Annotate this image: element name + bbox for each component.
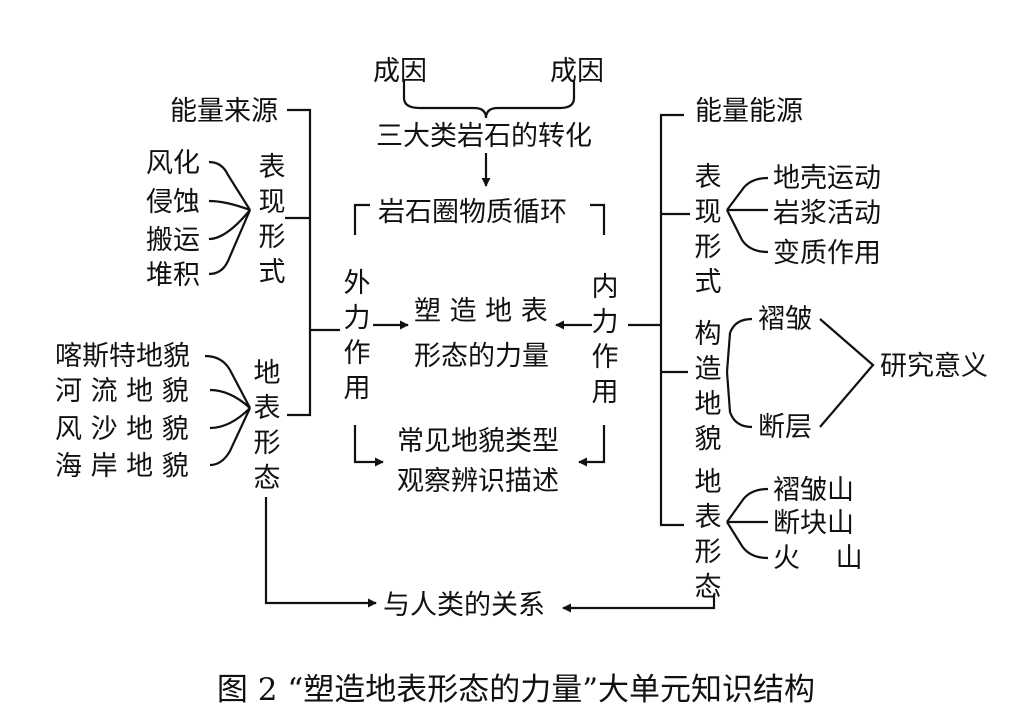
right-energy-source-label: 能量能源 [695, 96, 803, 127]
cycle-bracket-right [590, 203, 606, 235]
rock-transform-label: 三大类岩石的转化 [376, 121, 592, 152]
fan-ll3 [209, 407, 251, 430]
shaping-force-line1: 塑 造 地 表 [414, 296, 548, 327]
process-transport: 搬运 [146, 225, 200, 256]
left-main-bracket [287, 108, 312, 417]
cause-right-label: 成因 [550, 56, 604, 87]
left-manifestation-label: 表现形式 [258, 152, 286, 288]
research-significance-label: 研究意义 [880, 351, 988, 382]
landform-coastal: 海 岸 地 貌 [55, 451, 189, 482]
fan-m3 [726, 521, 769, 560]
right-manifestation-label: 表现形式 [694, 162, 722, 298]
process-erosion: 侵蚀 [146, 187, 200, 218]
landform-fluvial: 河 流 地 貌 [55, 376, 189, 407]
landform-types-line2: 观察辨识描述 [397, 466, 559, 497]
arrow-external-to-landform [353, 425, 384, 467]
cause-left-label: 成因 [373, 56, 427, 87]
cause-brace [402, 80, 576, 119]
structure-fold: 褶皱 [758, 304, 812, 335]
shaping-force-line2: 形态的力量 [414, 341, 549, 372]
mountain-fold: 褶皱山 [773, 475, 854, 506]
fan-s2 [725, 371, 753, 429]
research-brace [819, 318, 875, 428]
right-surface-form-label: 地表形态 [694, 467, 722, 603]
process-magmatic-activity: 岩浆活动 [773, 198, 881, 229]
process-crustal-movement: 地壳运动 [773, 163, 881, 194]
figure-caption: 图 2 “塑造地表形态的力量”大单元知识结构 [216, 672, 816, 708]
cycle-bracket-left [353, 203, 370, 235]
rock-cycle-label: 岩石圈物质循环 [378, 197, 567, 228]
arrow-left-to-relation [264, 497, 377, 608]
external-force-label: 外力作用 [343, 268, 371, 404]
process-metamorphism: 变质作用 [773, 238, 881, 269]
human-relation-label: 与人类的关系 [383, 590, 545, 621]
left-surface-form-label: 地表形态 [253, 358, 281, 494]
landform-types-line1: 常见地貌类型 [397, 426, 559, 457]
right-main-bracket [659, 113, 684, 527]
fan-l2 [208, 199, 251, 212]
fan-ll4 [209, 407, 251, 467]
internal-force-label: 内力作用 [591, 272, 619, 408]
process-deposition: 堆积 [146, 260, 200, 291]
landform-aeolian: 风 沙 地 貌 [55, 414, 189, 445]
fan-ll2 [209, 388, 251, 409]
fan-r3 [726, 209, 769, 254]
fan-l3 [208, 209, 251, 241]
fan-s1 [725, 317, 753, 373]
fan-l1 [208, 160, 251, 211]
arrow-right-to-relation [562, 594, 716, 613]
landform-karst: 喀斯特地貌 [55, 341, 190, 372]
mountain-fault-block: 断块山 [773, 508, 854, 539]
fan-l4 [208, 209, 252, 276]
structural-landform-label: 构造地貌 [694, 319, 722, 455]
fan-m1 [726, 487, 769, 523]
structure-fault: 断层 [758, 412, 812, 443]
mountain-volcano: 火 山 [773, 543, 863, 574]
fan-r1 [726, 176, 769, 211]
arrow-internal-to-landform [578, 425, 606, 467]
left-energy-source-label: 能量来源 [170, 96, 278, 127]
process-weathering: 风化 [146, 148, 200, 179]
fan-ll1 [204, 354, 251, 409]
